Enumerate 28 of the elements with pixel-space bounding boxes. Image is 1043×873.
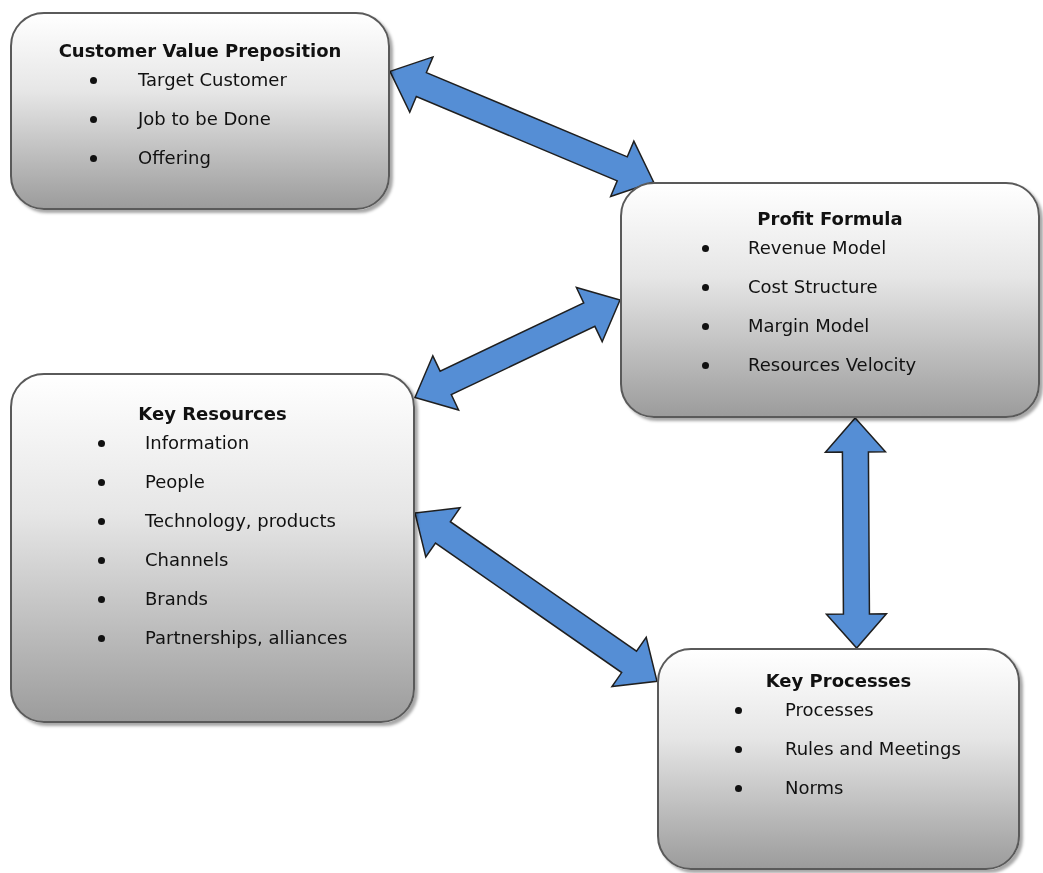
list-item: Resources Velocity xyxy=(748,354,917,376)
box-heading: Key Processes xyxy=(764,670,913,691)
list-item: People xyxy=(145,471,205,493)
list-item: Job to be Done xyxy=(138,108,271,130)
box-heading: Key Resources xyxy=(137,403,288,424)
list-item: Channels xyxy=(145,549,229,571)
list-item: Brands xyxy=(145,588,208,610)
box-heading: Profit Formula xyxy=(756,208,904,229)
rounded-box xyxy=(10,373,415,723)
double-arrow xyxy=(413,286,622,412)
list-item: Norms xyxy=(785,777,844,799)
list-item: Partnerships, alliances xyxy=(145,627,348,649)
rounded-box xyxy=(10,12,390,210)
list-item: Offering xyxy=(138,147,211,169)
list-item: Revenue Model xyxy=(748,237,887,259)
list-item: Margin Model xyxy=(748,315,870,337)
list-item: Cost Structure xyxy=(748,276,878,298)
list-item: Target Customer xyxy=(138,69,287,91)
list-item: Processes xyxy=(785,699,874,721)
box-heading: Customer Value Preposition xyxy=(57,40,343,61)
list-item: Technology, products xyxy=(145,510,336,532)
rounded-box xyxy=(657,648,1020,870)
list-item: Information xyxy=(145,432,250,454)
list-item: Rules and Meetings xyxy=(785,738,961,760)
double-arrow xyxy=(388,55,655,198)
rounded-box xyxy=(620,182,1040,418)
double-arrow xyxy=(823,416,889,650)
double-arrow xyxy=(414,506,658,688)
